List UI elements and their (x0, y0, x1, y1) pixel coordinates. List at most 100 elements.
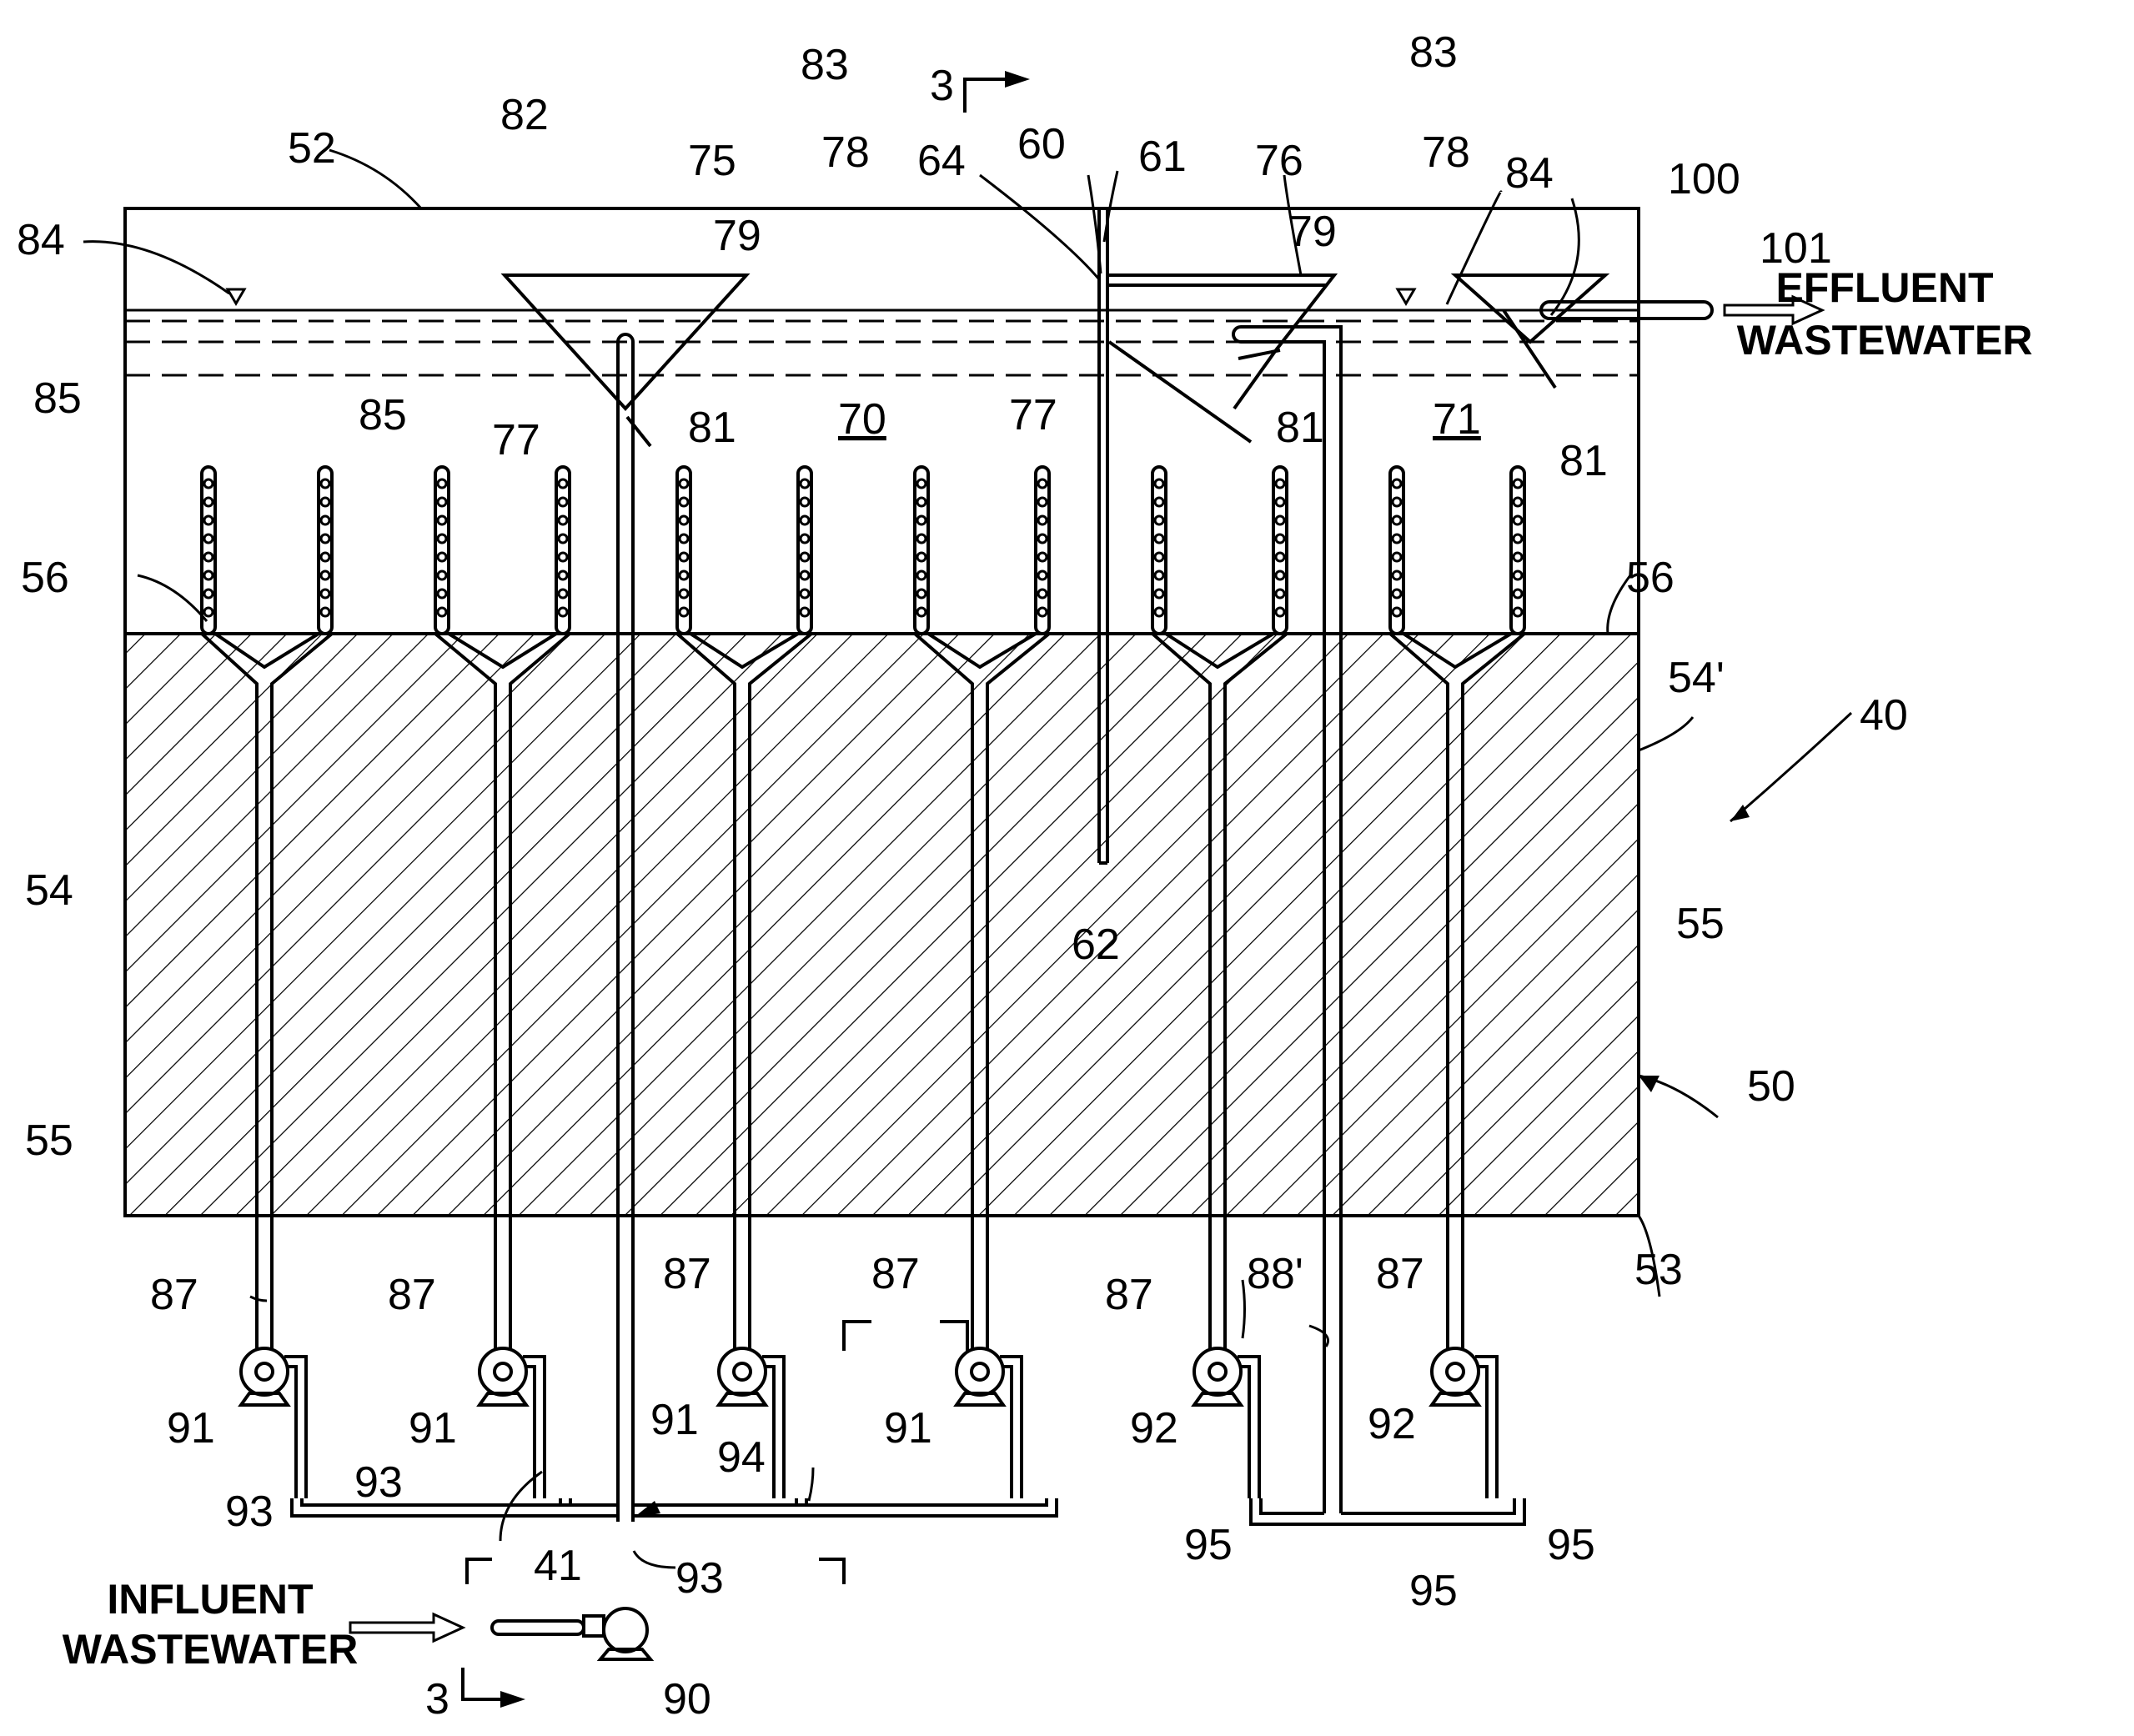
diffuser-port (917, 590, 926, 598)
diffuser-port (204, 571, 213, 580)
ref-85-right: 85 (359, 391, 407, 439)
ref-78-first: 78 (821, 128, 870, 177)
diffuser-port (1276, 553, 1284, 561)
diffuser-port (1514, 553, 1522, 561)
pump-hub (972, 1363, 988, 1380)
diffuser-port (1514, 498, 1522, 506)
diffuser-port (1038, 479, 1047, 488)
pump-hub (1209, 1363, 1226, 1380)
media-bed (125, 634, 1639, 1216)
ref-87-d: 87 (871, 1250, 920, 1298)
ref-64: 64 (917, 137, 966, 185)
diffuser-port (321, 479, 329, 488)
influent-label-line2: WASTEWATER (63, 1626, 359, 1673)
ref-41: 41 (534, 1542, 582, 1590)
diffuser-port (1393, 571, 1401, 580)
diffuser-port (1276, 534, 1284, 543)
diffuser-port (321, 553, 329, 561)
ref-79-second: 79 (1288, 208, 1337, 256)
ref-56-right: 56 (1626, 554, 1675, 602)
diffuser-port (801, 479, 809, 488)
ref-77-second: 77 (1009, 391, 1057, 439)
diffuser-port (1155, 479, 1163, 488)
diffuser-port (1155, 498, 1163, 506)
ref-54: 54 (25, 866, 73, 915)
diffuser-port (1155, 553, 1163, 561)
diffuser-port (1514, 479, 1522, 488)
ref-95-c: 95 (1547, 1521, 1595, 1569)
diffuser-port (1038, 608, 1047, 616)
diffuser-port (917, 479, 926, 488)
ref-50: 50 (1747, 1062, 1795, 1111)
ref-70: 70 (838, 395, 886, 444)
diffuser-port (1393, 590, 1401, 598)
diffuser-port (1514, 571, 1522, 580)
diffuser-port (801, 590, 809, 598)
diffuser-port (801, 553, 809, 561)
influent-label-line1: INFLUENT (107, 1576, 313, 1623)
diffuser-port (559, 534, 567, 543)
ref-82: 82 (500, 91, 549, 139)
ref-91-d: 91 (884, 1404, 932, 1453)
ref-93-b: 93 (354, 1458, 403, 1507)
ref-92-a: 92 (1130, 1404, 1178, 1453)
diffuser-port (1155, 571, 1163, 580)
ref-81-second: 81 (1276, 404, 1324, 452)
diffuser-port (801, 498, 809, 506)
ref-60: 60 (1017, 120, 1066, 168)
diffuser-port (204, 534, 213, 543)
ref-81-third: 81 (1559, 437, 1608, 485)
ref-52: 52 (288, 124, 336, 173)
diffuser-port (680, 571, 688, 580)
diffuser-port (1393, 498, 1401, 506)
ref-76: 76 (1255, 137, 1303, 185)
diffuser-port (680, 479, 688, 488)
ref-83-first: 83 (801, 41, 849, 89)
diffuser-port (321, 571, 329, 580)
diffuser-port (1393, 479, 1401, 488)
diffuser-port (559, 479, 567, 488)
pump-body (719, 1348, 766, 1395)
diffuser-port (1276, 590, 1284, 598)
ref-87-f: 87 (1376, 1250, 1424, 1298)
diffuser-port (917, 498, 926, 506)
diffuser-port (680, 534, 688, 543)
diffuser-port (1514, 590, 1522, 598)
diffuser-port (1155, 516, 1163, 524)
pump-hub (1447, 1363, 1464, 1380)
diffuser-port (1393, 516, 1401, 524)
ref-101: 101 (1760, 224, 1832, 273)
pump-body (957, 1348, 1003, 1395)
diffuser-port (438, 534, 446, 543)
diffuser-port (204, 590, 213, 598)
ref-87-e: 87 (1105, 1271, 1153, 1319)
diffuser-port (559, 553, 567, 561)
diffuser-port (559, 571, 567, 580)
diffuser-port (1276, 498, 1284, 506)
diffuser-port (917, 553, 926, 561)
diffuser-port (917, 516, 926, 524)
pump-hub (734, 1363, 751, 1380)
diffuser-port (559, 608, 567, 616)
ref-53: 53 (1634, 1246, 1683, 1294)
diffuser-port (680, 590, 688, 598)
diffuser-port (680, 608, 688, 616)
diffuser-port (1038, 534, 1047, 543)
diffuser-port (1276, 516, 1284, 524)
section-marker-bottom (463, 1668, 525, 1708)
diffuser-port (1393, 553, 1401, 561)
diffuser-port (321, 590, 329, 598)
ref-94: 94 (717, 1433, 766, 1482)
diffuser-port (917, 608, 926, 616)
ref-79-first: 79 (713, 212, 761, 260)
ref-3-bottom: 3 (425, 1675, 449, 1723)
diffuser-port (559, 590, 567, 598)
pump-body (480, 1348, 526, 1395)
diffuser-port (204, 553, 213, 561)
ref-78-second: 78 (1422, 128, 1470, 177)
diffuser-port (1038, 590, 1047, 598)
ref-71: 71 (1433, 395, 1481, 444)
pump-body (241, 1348, 288, 1395)
pump-discharge-inner (286, 1367, 296, 1498)
